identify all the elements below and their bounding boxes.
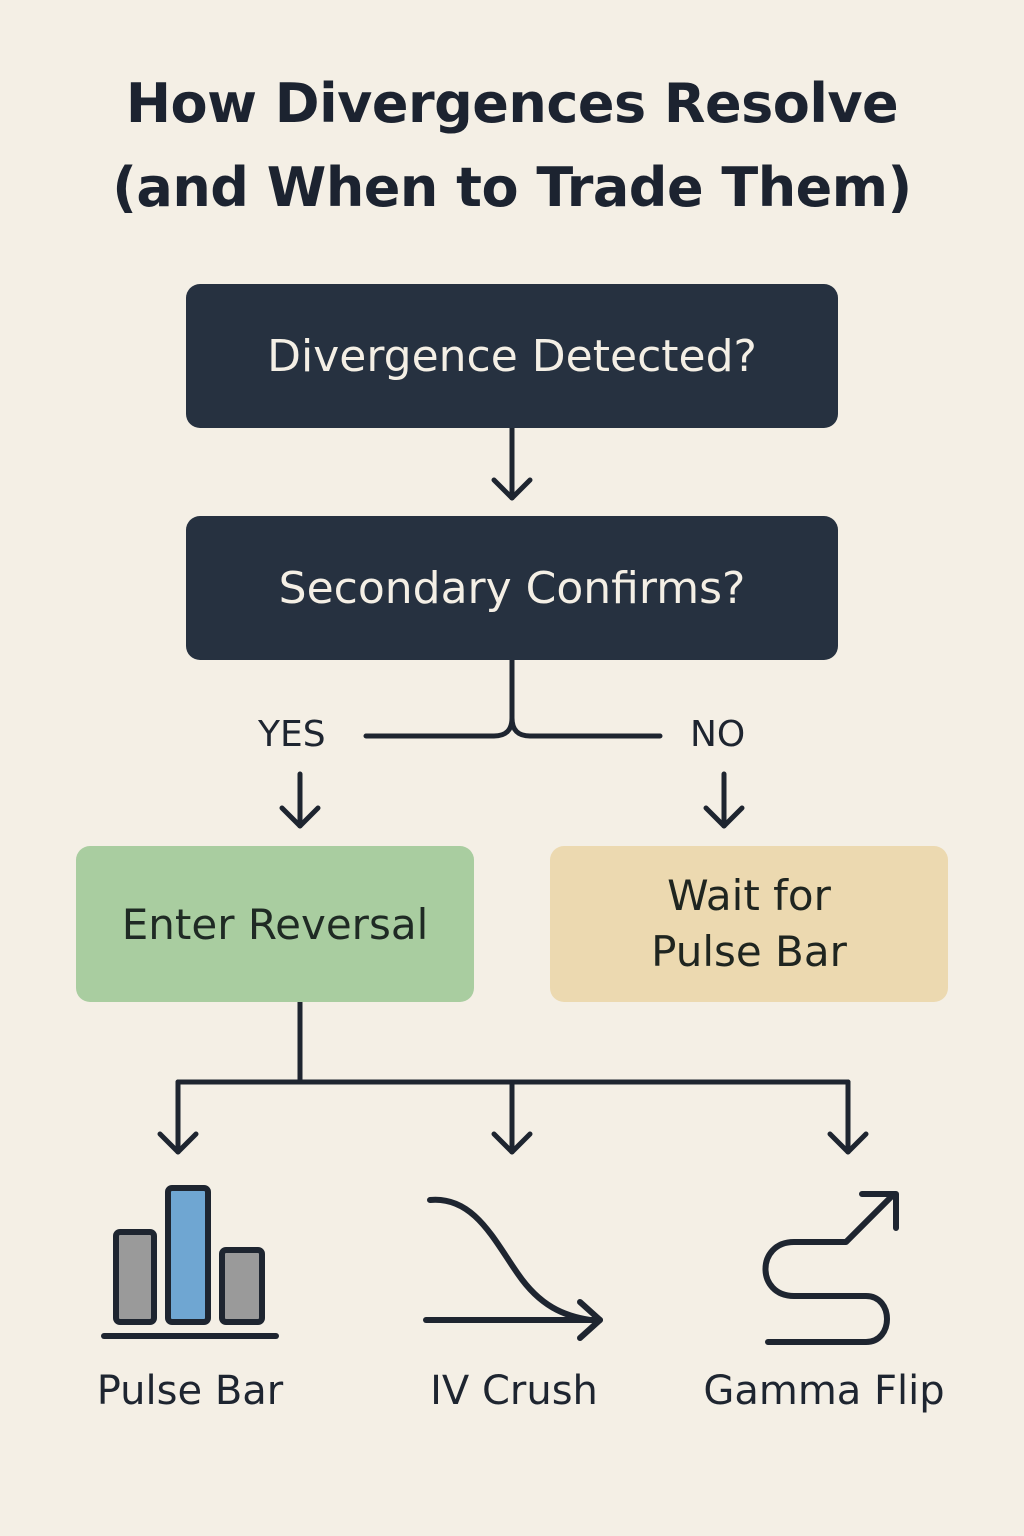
arrowhead-outcome-2 xyxy=(491,1131,533,1155)
arrowhead-yes xyxy=(279,805,321,829)
page-title: How Divergences Resolve (and When to Tra… xyxy=(0,62,1024,230)
branch-no-label: NO xyxy=(690,714,746,755)
outcome-label-iv-crush: IV Crush xyxy=(430,1368,598,1414)
branch-yes-label: YES xyxy=(258,714,326,755)
bar-chart-bar-center xyxy=(165,1185,211,1325)
node-wait-for-pulse-bar: Wait for Pulse Bar xyxy=(550,846,948,1002)
node-wait-label-line-2: Pulse Bar xyxy=(651,927,847,976)
falling-curve-arrowhead xyxy=(577,1299,603,1341)
title-line-2: (and When to Trade Them) xyxy=(112,156,912,219)
title-line-1: How Divergences Resolve xyxy=(125,72,899,135)
node-enter-reversal-label: Enter Reversal xyxy=(121,899,429,949)
node-divergence-detected-label: Divergence Detected? xyxy=(267,330,757,382)
s-curve-path xyxy=(762,1191,897,1345)
bar-chart-bar-right xyxy=(219,1247,265,1325)
arrowhead-no xyxy=(703,805,745,829)
s-curve-arrowhead xyxy=(859,1191,899,1231)
outcome-label-gamma-flip: Gamma Flip xyxy=(703,1368,945,1414)
bar-chart-icon xyxy=(101,1185,279,1339)
bar-chart-bar-left xyxy=(113,1229,157,1325)
arrowhead-secondary xyxy=(491,477,533,501)
falling-curve xyxy=(427,1196,593,1323)
node-secondary-confirms: Secondary Confirms? xyxy=(186,516,838,660)
connector-secondary-stem xyxy=(363,657,515,739)
node-wait-label-line-1: Wait for xyxy=(667,871,831,920)
node-divergence-detected: Divergence Detected? xyxy=(186,284,838,428)
outcome-label-pulse-bar: Pulse Bar xyxy=(96,1368,284,1414)
falling-curve-arrow-icon xyxy=(423,1196,603,1341)
node-enter-reversal: Enter Reversal xyxy=(76,846,474,1002)
arrowhead-outcome-1 xyxy=(157,1131,199,1155)
node-secondary-confirms-label: Secondary Confirms? xyxy=(278,562,746,614)
connector-secondary-no xyxy=(509,715,663,739)
s-curve-up-arrow-icon xyxy=(762,1191,899,1345)
arrowhead-outcome-3 xyxy=(827,1131,869,1155)
